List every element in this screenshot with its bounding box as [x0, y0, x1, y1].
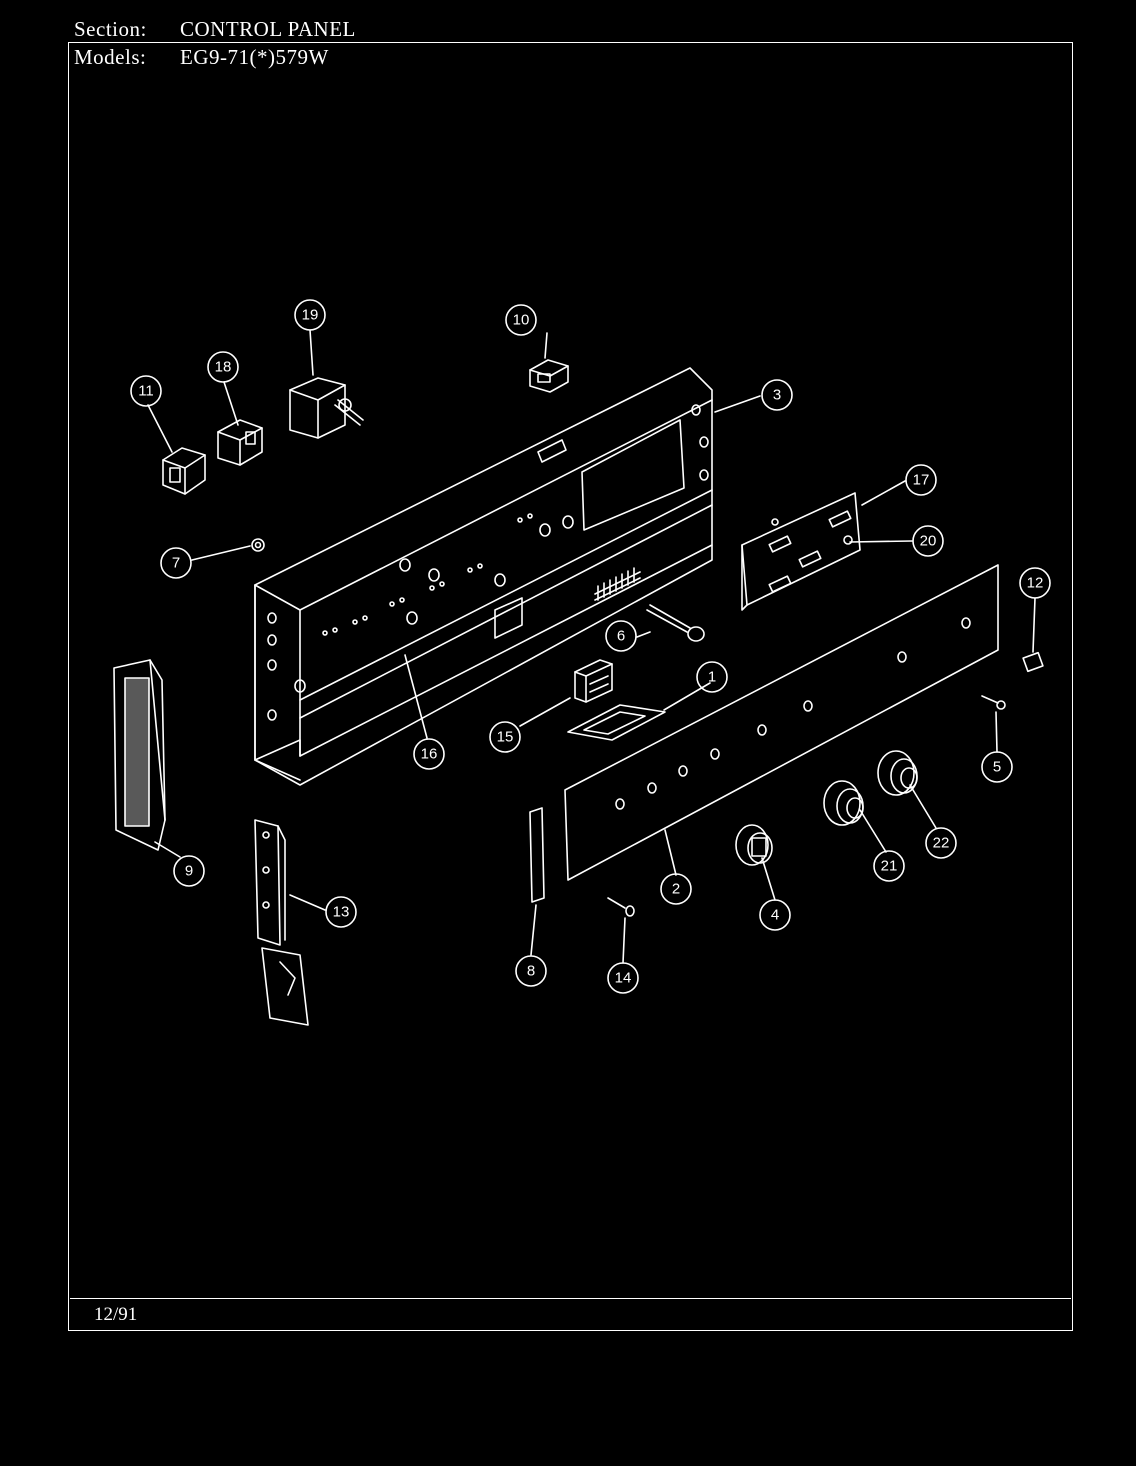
control-panel-housing	[254, 367, 713, 786]
callout-leaders	[147, 329, 1036, 964]
part-10-rocker-switch	[529, 359, 569, 393]
callout-7: 7	[172, 555, 180, 572]
callout-16: 16	[421, 746, 438, 763]
callout-2: 2	[672, 881, 680, 898]
part-9-side-trim	[113, 659, 166, 851]
callout-12: 12	[1027, 575, 1044, 592]
section-header: Section: CONTROL PANEL	[74, 17, 356, 42]
part-2-front-panel	[564, 564, 999, 881]
part-14-screw	[607, 897, 635, 917]
part-18-switch	[217, 419, 263, 466]
callout-18: 18	[215, 359, 232, 376]
footer-date: 12/91	[94, 1304, 138, 1325]
part-7-nut	[251, 538, 265, 552]
callout-11: 11	[138, 383, 154, 400]
callout-1: 1	[708, 669, 716, 686]
callout-15: 15	[497, 729, 514, 746]
callout-3: 3	[773, 387, 781, 404]
section-title: CONTROL PANEL	[180, 17, 356, 41]
callout-14: 14	[615, 970, 632, 987]
part-15-connector-block	[574, 659, 613, 703]
part-17-terminal-block	[741, 492, 861, 611]
part-5-screw	[981, 695, 1006, 710]
callout-19: 19	[302, 307, 319, 324]
models-label: Models:	[74, 45, 147, 69]
diagram-frame	[68, 42, 1073, 1331]
callout-8: 8	[527, 963, 535, 980]
callout-4: 4	[771, 907, 779, 924]
callout-10: 10	[513, 312, 530, 329]
part-1-plate	[567, 704, 666, 741]
callout-17: 17	[913, 472, 930, 489]
part-11-switch	[162, 447, 206, 495]
callout-6: 6	[617, 628, 625, 645]
callout-20: 20	[920, 533, 937, 550]
part-22-knob	[877, 750, 918, 796]
callout-21: 21	[881, 858, 898, 875]
part-8-strip	[529, 807, 545, 903]
callout-5: 5	[993, 759, 1001, 776]
part-12-knob-insert	[1022, 651, 1044, 673]
models-header: Models: EG9-71(*)579W	[74, 45, 329, 70]
models-value: EG9-71(*)579W	[180, 45, 329, 69]
part-13-bracket	[254, 819, 309, 1026]
callout-22: 22	[933, 835, 950, 852]
part-4-knob	[735, 824, 773, 866]
part-19-thermostat	[289, 377, 364, 439]
footer-divider	[70, 1298, 1071, 1299]
part-6-screw	[646, 604, 705, 642]
part-21-knob	[823, 780, 864, 826]
section-label: Section:	[74, 17, 147, 41]
callout-13: 13	[333, 904, 350, 921]
callout-9: 9	[185, 863, 193, 880]
callout-circles	[130, 299, 1051, 994]
